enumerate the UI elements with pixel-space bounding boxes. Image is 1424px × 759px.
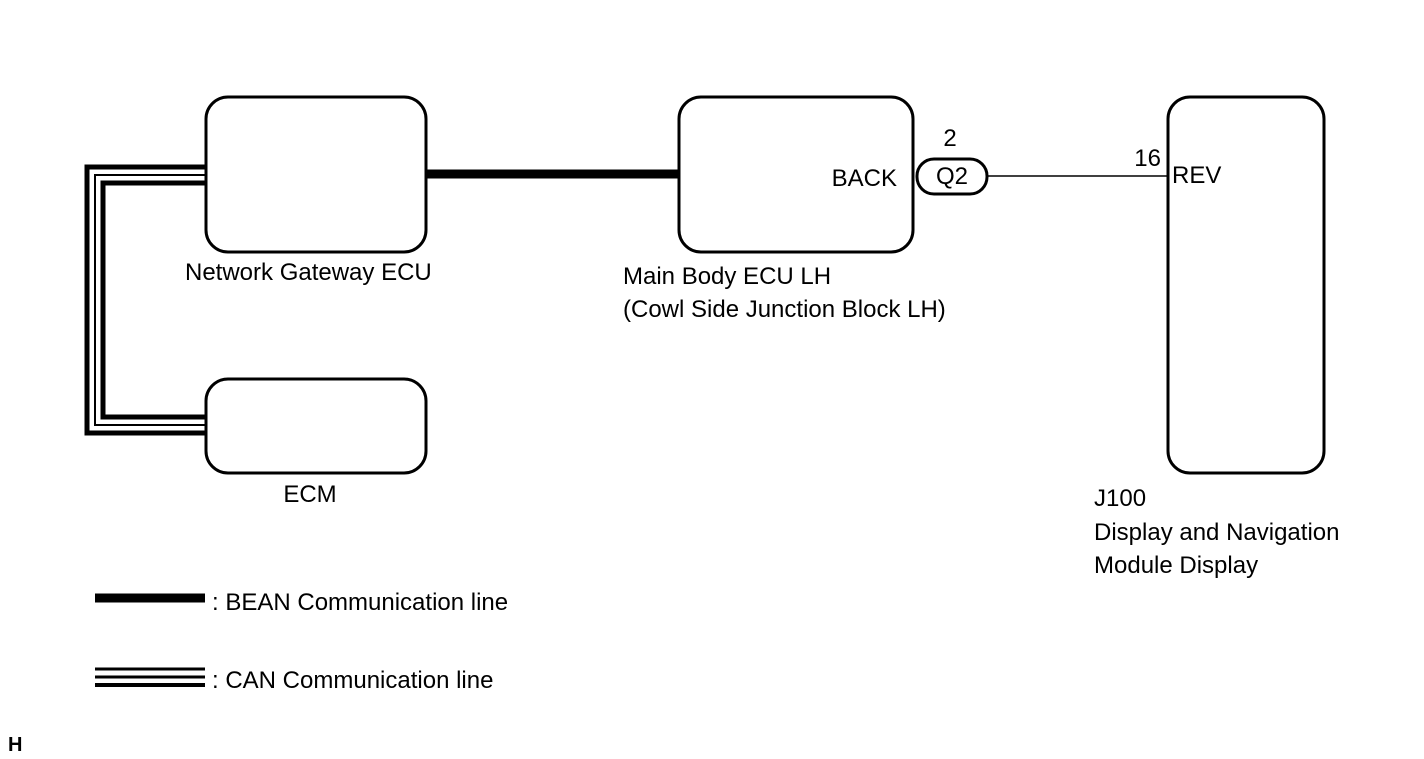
main-body-ecu-label: Main Body ECU LH	[623, 263, 831, 290]
display-code-label: J100	[1094, 485, 1146, 512]
display-name-line1: Display and Navigation	[1094, 519, 1339, 546]
main-body-ecu-box	[677, 95, 915, 254]
network-gateway-ecu-box	[204, 95, 428, 254]
can-communication-line	[84, 164, 206, 436]
display-name-line2: Module Display	[1094, 552, 1258, 579]
display-module-box	[1166, 95, 1326, 475]
connector-q2-pin: 2	[943, 125, 956, 152]
main-body-ecu-sublabel: (Cowl Side Junction Block LH)	[623, 296, 946, 323]
ecm-box	[204, 377, 428, 475]
connector-q2-label: Q2	[936, 163, 968, 190]
corner-mark: H	[8, 734, 22, 756]
rev-terminal-label: REV	[1172, 162, 1221, 189]
back-terminal-label: BACK	[832, 165, 897, 192]
rev-pin-number: 16	[1134, 145, 1161, 172]
connector-q2	[915, 157, 989, 196]
legend-can-label: : CAN Communication line	[212, 667, 493, 694]
network-gateway-ecu-label: Network Gateway ECU	[185, 259, 432, 286]
ecm-label: ECM	[283, 481, 336, 508]
legend-bean-label: : BEAN Communication line	[212, 589, 508, 616]
legend-can-swatch	[95, 667, 205, 687]
